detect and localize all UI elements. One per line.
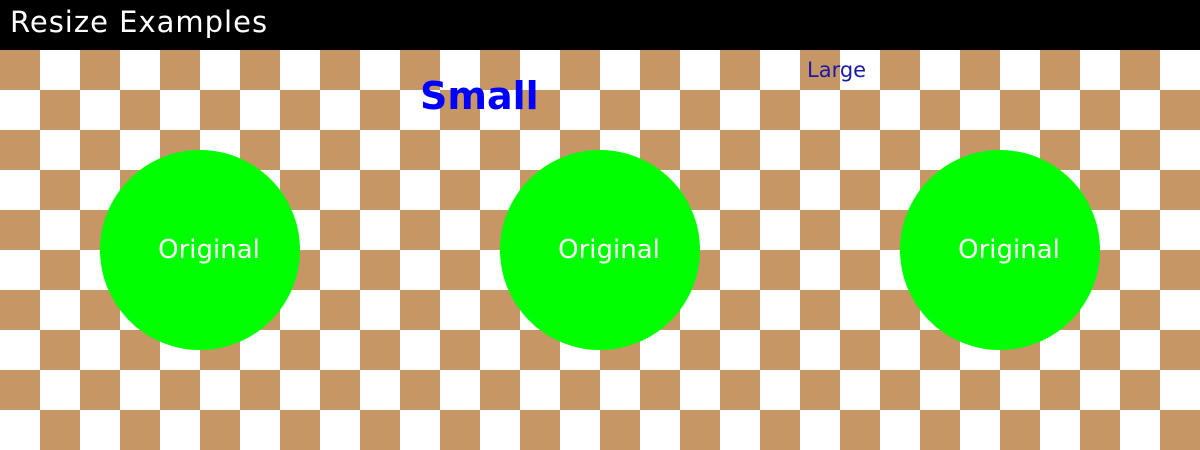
original-circle-right: Original — [900, 150, 1100, 350]
small-label: Small — [420, 74, 539, 118]
original-circle-left: Original — [100, 150, 300, 350]
checkerboard-canvas: Original Original Original Small Large — [0, 50, 1200, 450]
large-label: Large — [807, 58, 867, 82]
circle-label-right: Original — [958, 235, 1060, 265]
circle-label-center: Original — [558, 235, 660, 265]
original-circle-center: Original — [500, 150, 700, 350]
circle-label-left: Original — [158, 235, 260, 265]
title-bar: Resize Examples — [0, 0, 1200, 50]
window-title: Resize Examples — [10, 5, 269, 39]
